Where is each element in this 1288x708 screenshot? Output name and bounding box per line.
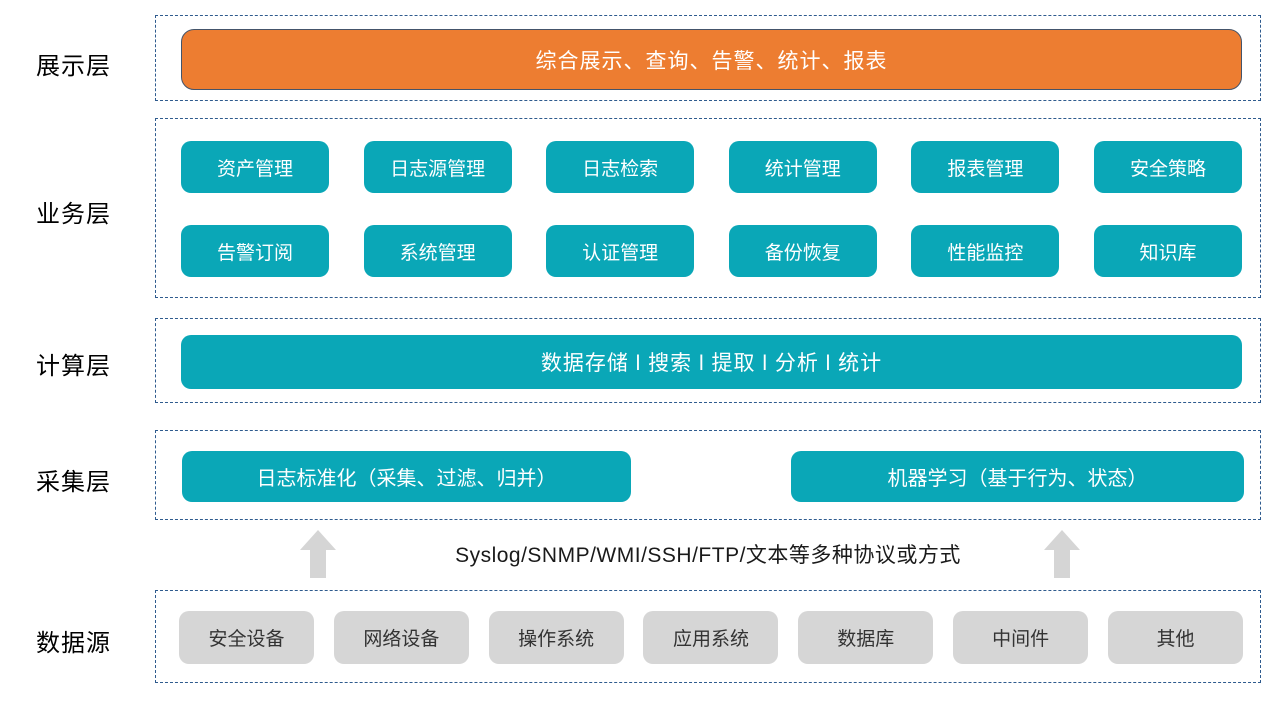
layer-label-business: 业务层 (36, 201, 111, 228)
business-box-statistics-management: 统计管理 (728, 141, 877, 193)
datasource-row: 安全设备 网络设备 操作系统 应用系统 数据库 中间件 其他 (179, 611, 1243, 664)
business-row-2: 告警订阅 系统管理 认证管理 备份恢复 性能监控 知识库 (181, 225, 1242, 277)
layer-label-computing: 计算层 (36, 353, 111, 380)
datasource-box-other: 其他 (1107, 611, 1243, 664)
layer-label-presentation: 展示层 (36, 53, 111, 80)
presentation-layer-panel: 综合展示、查询、告警、统计、报表 (155, 15, 1261, 101)
business-box-report-management: 报表管理 (911, 141, 1060, 193)
datasource-box-application: 应用系统 (643, 611, 779, 664)
layer-label-collection: 采集层 (36, 469, 111, 496)
business-box-knowledge-base: 知识库 (1093, 225, 1242, 277)
business-box-log-source-management: 日志源管理 (363, 141, 512, 193)
business-layer-panel: 资产管理 日志源管理 日志检索 统计管理 报表管理 安全策略 告警订阅 系统管理… (155, 118, 1261, 298)
business-box-auth-management: 认证管理 (546, 225, 695, 277)
collection-layer-panel: 日志标准化（采集、过滤、归并） 机器学习（基于行为、状态） (155, 430, 1261, 520)
business-box-performance-monitor: 性能监控 (911, 225, 1060, 277)
collection-box-machine-learning: 机器学习（基于行为、状态） (791, 451, 1244, 502)
business-box-asset-management: 资产管理 (181, 141, 329, 193)
business-box-log-search: 日志检索 (546, 141, 695, 193)
datasource-box-operating-system: 操作系统 (488, 611, 624, 664)
transport-row: Syslog/SNMP/WMI/SSH/FTP/文本等多种协议或方式 (155, 528, 1261, 580)
business-box-system-management: 系统管理 (363, 225, 512, 277)
collection-box-log-normalization: 日志标准化（采集、过滤、归并） (182, 451, 631, 502)
business-box-backup-recovery: 备份恢复 (728, 225, 877, 277)
presentation-banner: 综合展示、查询、告警、统计、报表 (181, 29, 1242, 90)
up-arrow-icon (300, 530, 336, 578)
datasource-box-security-device: 安全设备 (179, 611, 314, 664)
up-arrow-icon (1044, 530, 1080, 578)
datasource-box-database: 数据库 (798, 611, 934, 664)
layer-label-datasource: 数据源 (36, 630, 111, 657)
datasource-box-middleware: 中间件 (953, 611, 1089, 664)
datasource-layer-panel: 安全设备 网络设备 操作系统 应用系统 数据库 中间件 其他 (155, 590, 1261, 683)
computing-layer-panel: 数据存储 l 搜索 l 提取 l 分析 l 统计 (155, 318, 1261, 403)
business-box-alert-subscription: 告警订阅 (181, 225, 329, 277)
business-box-security-policy: 安全策略 (1093, 141, 1242, 193)
business-row-1: 资产管理 日志源管理 日志检索 统计管理 报表管理 安全策略 (181, 141, 1242, 193)
datasource-box-network-device: 网络设备 (333, 611, 469, 664)
transport-protocols-text: Syslog/SNMP/WMI/SSH/FTP/文本等多种协议或方式 (455, 544, 961, 567)
computing-banner: 数据存储 l 搜索 l 提取 l 分析 l 统计 (181, 335, 1242, 389)
